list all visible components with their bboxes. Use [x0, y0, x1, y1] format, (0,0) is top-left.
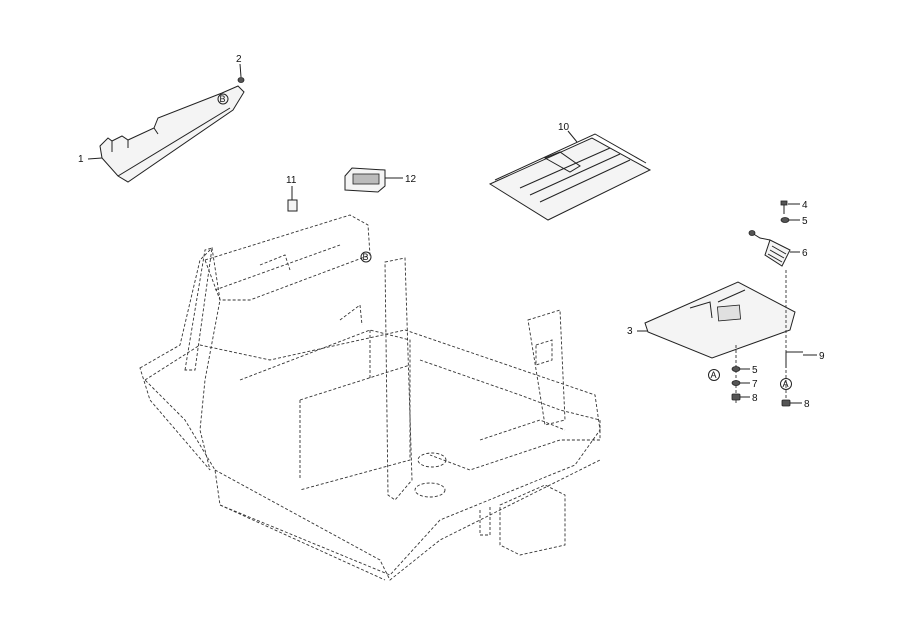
callout-8-left: 8 — [752, 393, 758, 404]
callout-11: 11 — [286, 175, 297, 186]
callout-10: 10 — [558, 122, 570, 133]
callout-1: 1 — [78, 154, 84, 165]
part-12-display — [344, 167, 386, 193]
part-11-clip — [287, 199, 298, 212]
part-10-floor-mat — [488, 133, 652, 221]
ref-marker-a-left: A — [708, 369, 720, 381]
ref-marker-b-upper: B — [217, 93, 229, 105]
part-7-washer — [731, 380, 741, 386]
callout-6: 6 — [802, 248, 808, 259]
part-3-floor-plate — [644, 281, 796, 359]
part-2-screw — [237, 77, 245, 83]
part-4-bolt — [780, 200, 788, 214]
part-6-pedal — [748, 230, 791, 267]
svg-text:B: B — [220, 94, 226, 104]
svg-text:A: A — [783, 379, 789, 389]
part-8-nut-left — [731, 393, 741, 401]
svg-text:B: B — [363, 252, 369, 262]
leader-2 — [239, 63, 242, 78]
svg-text:A: A — [711, 370, 717, 380]
ref-marker-b-frame: B — [360, 251, 372, 263]
callout-2: 2 — [236, 54, 242, 65]
part-8-nut-right — [781, 399, 791, 407]
callout-3: 3 — [627, 326, 633, 337]
leader-1 — [87, 157, 103, 160]
callout-5-upper: 5 — [802, 216, 808, 227]
main-frame — [139, 214, 601, 581]
leader-10 — [567, 130, 578, 143]
callout-9: 9 — [819, 351, 825, 362]
callout-4: 4 — [802, 200, 808, 211]
part-5-washer-lower — [731, 366, 741, 372]
callout-5-lower: 5 — [752, 365, 758, 376]
part-1-cover-plate — [99, 85, 245, 183]
part-5-washer-upper — [780, 217, 790, 223]
callout-8-right: 8 — [804, 399, 810, 410]
callout-7: 7 — [752, 379, 758, 390]
ref-marker-a-right: A — [780, 378, 792, 390]
part-9-rod — [785, 351, 803, 368]
callout-12: 12 — [405, 174, 417, 185]
